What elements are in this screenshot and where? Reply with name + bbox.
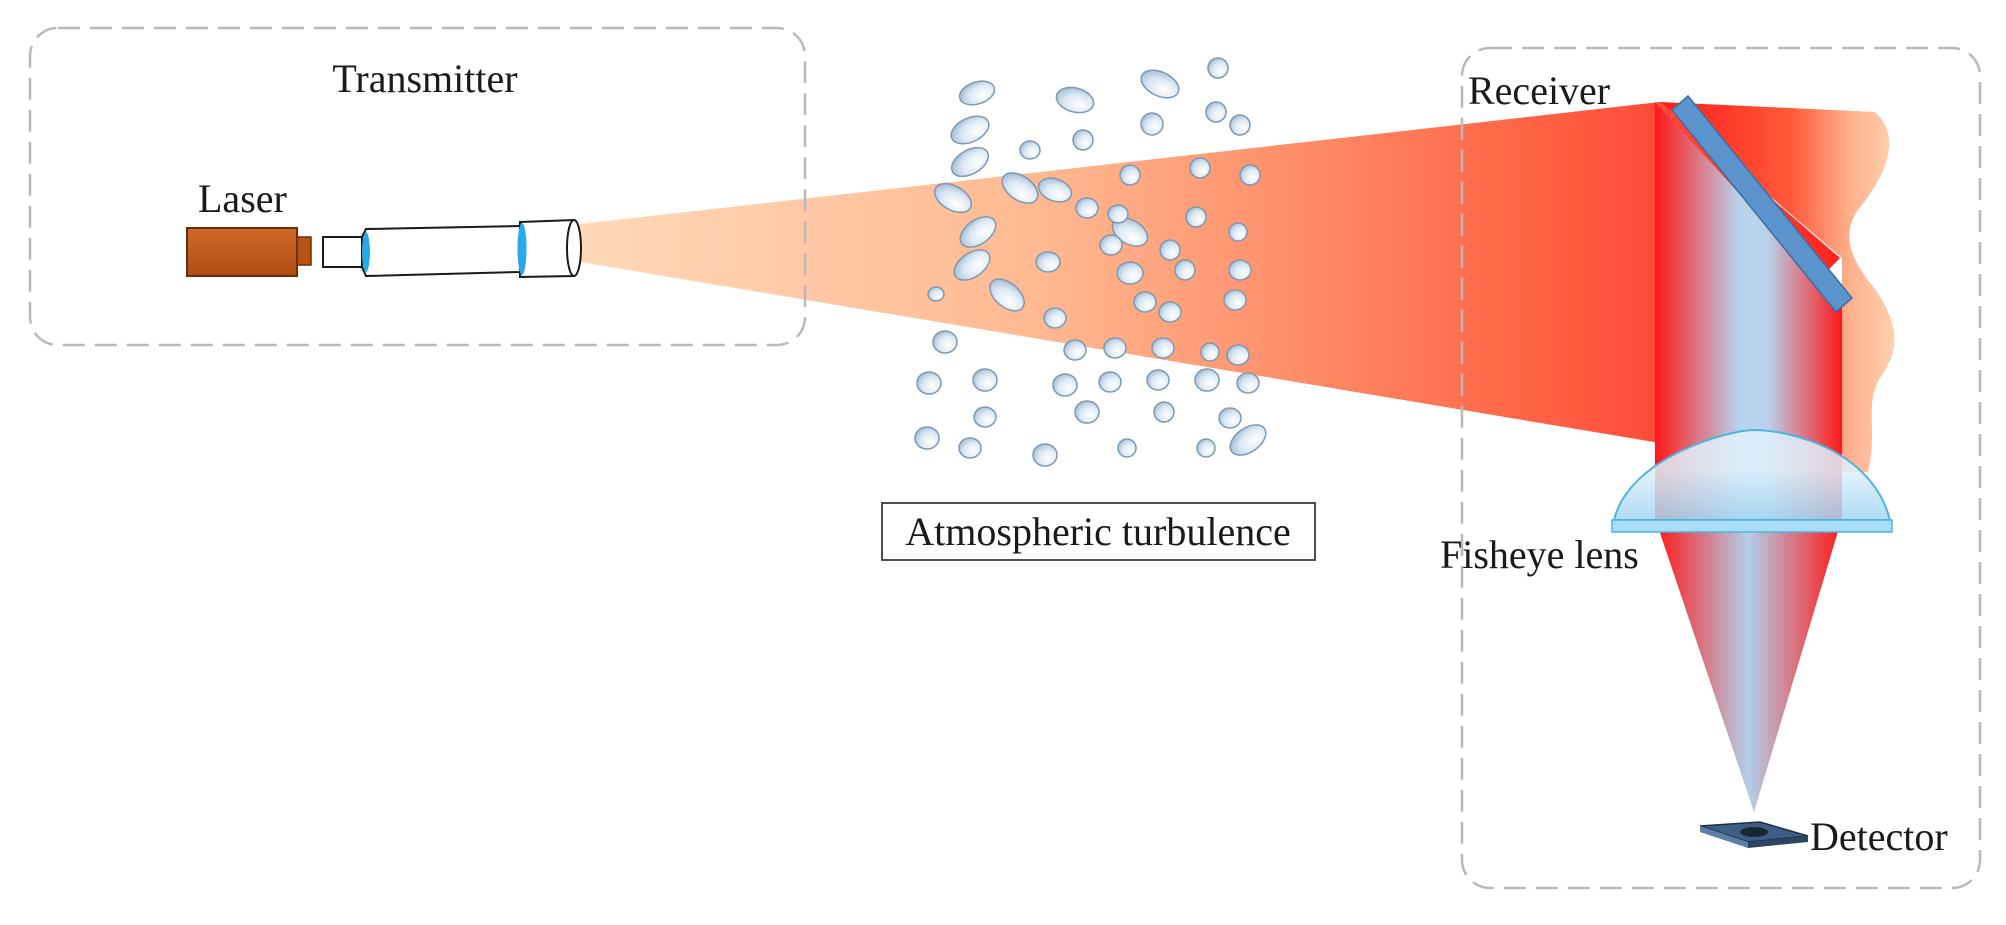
droplet [1185,206,1207,228]
droplet [1117,438,1137,458]
droplet [1099,234,1123,256]
droplet [1153,401,1175,423]
droplet [1236,372,1260,394]
fisheye-lens-icon [1611,428,1893,533]
turbulence-droplets [914,57,1267,467]
droplet [1239,164,1261,186]
beam-expander-icon [322,218,582,279]
droplet [1140,69,1180,99]
transmitter-box [28,26,807,347]
droplet [1229,424,1267,456]
droplet [1189,157,1211,179]
droplet [1072,129,1094,151]
mirror-icon [1670,94,1854,314]
droplet [1037,177,1073,203]
droplet [1055,86,1095,114]
receiver-label: Receiver [1468,68,1610,113]
droplet [933,182,973,214]
droplet [1228,222,1248,242]
droplet [927,286,945,302]
droplet [1043,307,1067,329]
droplet [932,330,958,354]
droplet [1200,342,1220,362]
droplet [953,249,991,281]
droplet [1146,369,1170,391]
turbulence-label-box [881,502,1316,561]
droplet [959,216,997,248]
droplet [916,371,942,395]
droplet [1075,197,1099,219]
droplet [1001,172,1039,204]
droplet [1226,344,1250,366]
droplet [972,368,998,392]
turbulence-label: Atmospheric turbulence [905,509,1290,554]
droplet [1107,204,1129,224]
laser-icon [186,227,312,277]
droplet [950,115,990,145]
transmitter-label: Transmitter [332,56,517,101]
beam-extension [1660,102,1895,472]
droplet [958,437,982,459]
focused-beam-cone [1655,518,1842,812]
droplet [958,80,996,106]
droplet [1218,407,1242,429]
droplet [1158,301,1182,323]
droplet [1151,337,1175,359]
droplet [989,278,1025,312]
droplet [1119,164,1141,186]
droplet [1140,112,1164,136]
droplet [1228,259,1252,281]
droplet [1159,239,1181,261]
droplet [914,426,940,450]
droplet [1196,438,1216,458]
detector-icon [1699,821,1809,848]
droplet [1098,371,1122,393]
droplet [1174,259,1196,281]
droplet [1223,289,1247,311]
droplet [1229,114,1251,136]
droplet [1207,57,1229,79]
droplet [1194,368,1220,392]
droplet [1019,140,1041,160]
droplet [1074,400,1100,424]
fisheye-lens-label: Fisheye lens [1440,532,1639,577]
droplet [1205,101,1227,123]
droplet [1103,337,1127,359]
droplet [1063,339,1087,361]
laser-label: Laser [198,176,287,221]
droplet [1035,251,1061,273]
receiver-box [1460,46,1982,890]
droplet [1116,261,1144,285]
droplet [973,406,997,428]
laser-beam [580,102,1840,443]
droplet [1032,443,1058,467]
reflected-beam-column [1655,102,1842,518]
detector-label: Detector [1810,814,1948,859]
droplet [1052,373,1078,397]
droplet [1133,291,1157,313]
droplet [950,146,990,178]
